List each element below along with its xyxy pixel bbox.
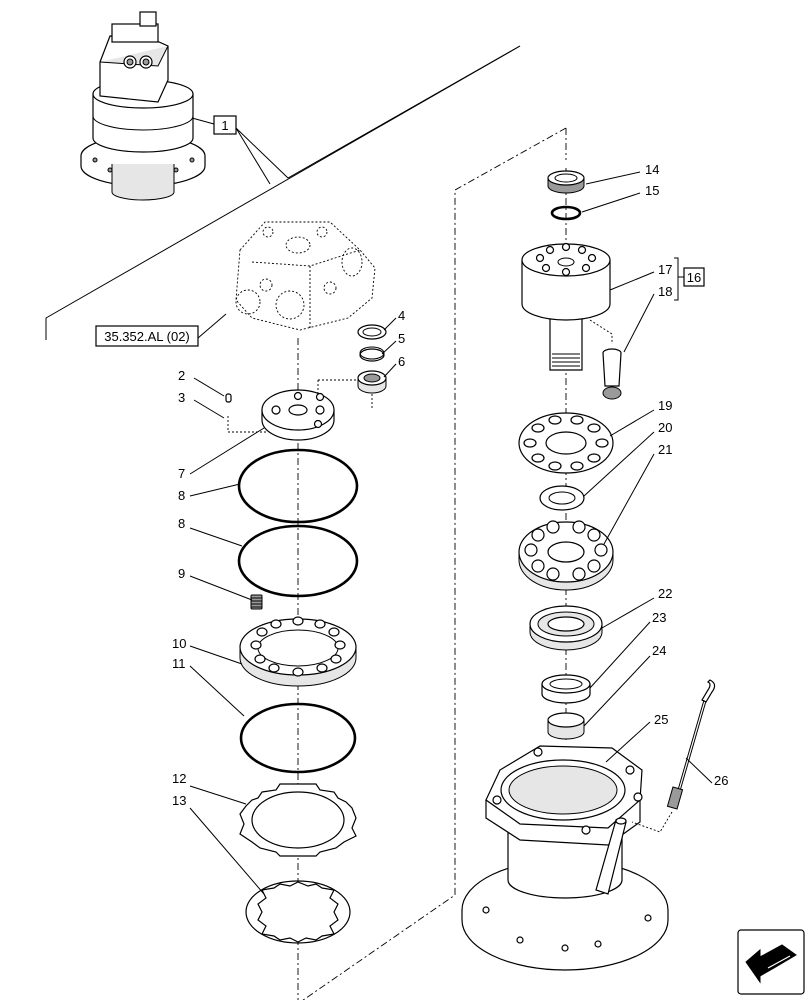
callout-21: 21: [658, 442, 672, 457]
assembly-frame-dashed: [302, 127, 567, 1000]
callout-17: 17: [658, 262, 672, 277]
callout-11: 11: [172, 656, 186, 671]
valve-plate: [261, 389, 335, 441]
collar: [547, 712, 585, 740]
callout-2: 2: [178, 368, 185, 383]
section-boundary-lines: [45, 45, 521, 340]
spring: [250, 594, 263, 610]
callout-3: 3: [178, 390, 185, 405]
callout-26: 26: [714, 773, 728, 788]
friction-plate: [245, 880, 351, 944]
valve-block-reference: [235, 221, 376, 331]
callout-6: 6: [398, 354, 405, 369]
dipstick: [631, 679, 716, 833]
callout-25: 25: [654, 712, 668, 727]
motor-housing: [461, 745, 669, 971]
spherical-bush: [539, 485, 585, 511]
callout-box-1: [213, 115, 237, 135]
o-ring-11: [239, 702, 357, 774]
reference-label: 35.352.AL (02): [104, 329, 190, 344]
callout-15: 15: [645, 183, 659, 198]
callout-23: 23: [652, 610, 666, 625]
callout-22: 22: [658, 586, 672, 601]
reference-box: [95, 325, 199, 347]
piston-assembly: [518, 520, 614, 591]
swing-motor-assembly: [80, 11, 206, 201]
retainer-plate: [518, 412, 614, 474]
callout-9: 9: [178, 566, 185, 581]
plug-and-pin: [225, 393, 266, 433]
needle-bearing: [547, 170, 585, 194]
separator-plate: [239, 783, 357, 857]
callout-4: 4: [398, 308, 405, 323]
spacer-ring: [541, 674, 591, 704]
callout-19: 19: [658, 398, 672, 413]
callout-12: 12: [172, 771, 186, 786]
callout-8-upper: 8: [178, 488, 185, 503]
callout-5: 5: [398, 331, 405, 346]
roller-bearing: [529, 605, 603, 651]
o-ring-lower: [237, 524, 359, 598]
brake-piston: [239, 616, 357, 687]
callout-7: 7: [178, 466, 185, 481]
seal-stack: [317, 324, 387, 410]
snap-ring: [550, 205, 582, 221]
callout-10: 10: [172, 636, 186, 651]
callout-20: 20: [658, 420, 672, 435]
callout-1: 1: [221, 118, 228, 133]
callout-16: 16: [687, 270, 701, 285]
cylinder-block-shaft: [521, 242, 611, 371]
arrow-pointer-icon[interactable]: [737, 929, 805, 995]
callout-13: 13: [172, 793, 186, 808]
callout-18: 18: [658, 284, 672, 299]
piston-spring-holes: [250, 616, 346, 677]
callout-8-lower: 8: [178, 516, 185, 531]
callout-24: 24: [652, 643, 666, 658]
o-ring-upper: [237, 448, 359, 524]
callout-14: 14: [645, 162, 659, 177]
center-pin: [589, 319, 622, 400]
